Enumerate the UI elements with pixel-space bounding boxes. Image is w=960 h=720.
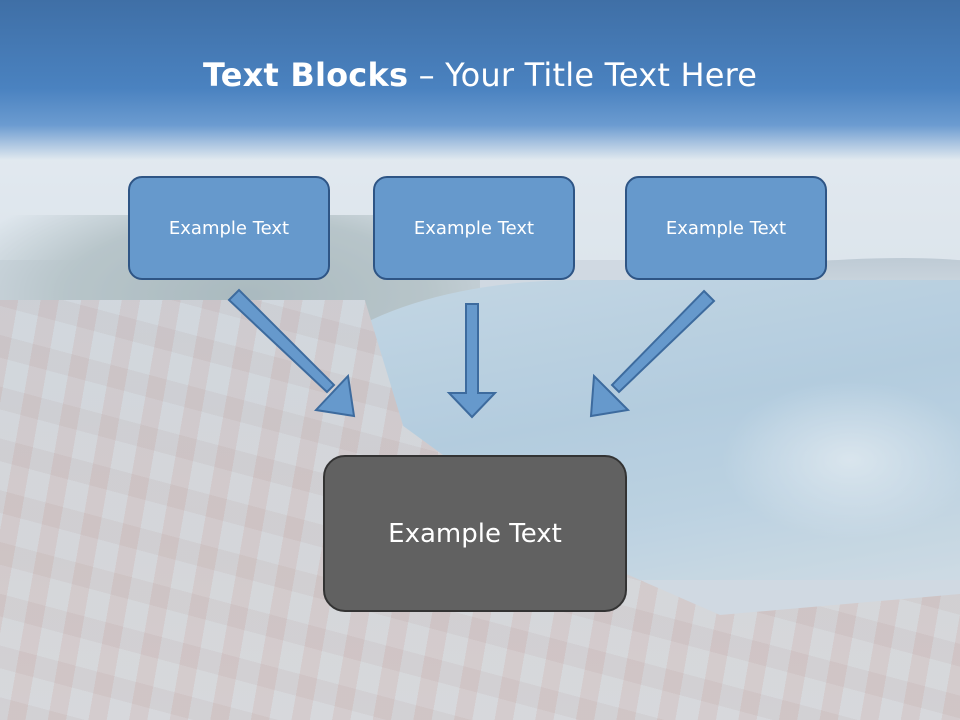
text-block-center-label: Example Text bbox=[413, 217, 535, 239]
title-bold-part: Text Blocks bbox=[203, 56, 409, 94]
center-text-block[interactable]: Example Text bbox=[323, 455, 627, 612]
sea-sparkle bbox=[720, 380, 960, 540]
text-block-right-label: Example Text bbox=[665, 217, 787, 239]
text-block-center[interactable]: Example Text bbox=[373, 176, 575, 280]
text-block-right[interactable]: Example Text bbox=[625, 176, 827, 280]
text-block-left-label: Example Text bbox=[168, 217, 290, 239]
slide-title[interactable]: Text Blocks – Your Title Text Here bbox=[203, 56, 757, 94]
arrow-right-to-center[interactable] bbox=[589, 289, 716, 418]
arrow-left-to-center[interactable] bbox=[227, 288, 356, 418]
text-block-left[interactable]: Example Text bbox=[128, 176, 330, 280]
title-band bbox=[0, 0, 960, 160]
center-text-block-label: Example Text bbox=[388, 518, 562, 549]
title-rest-part: – Your Title Text Here bbox=[418, 56, 758, 94]
arrow-center-down[interactable] bbox=[446, 303, 498, 419]
